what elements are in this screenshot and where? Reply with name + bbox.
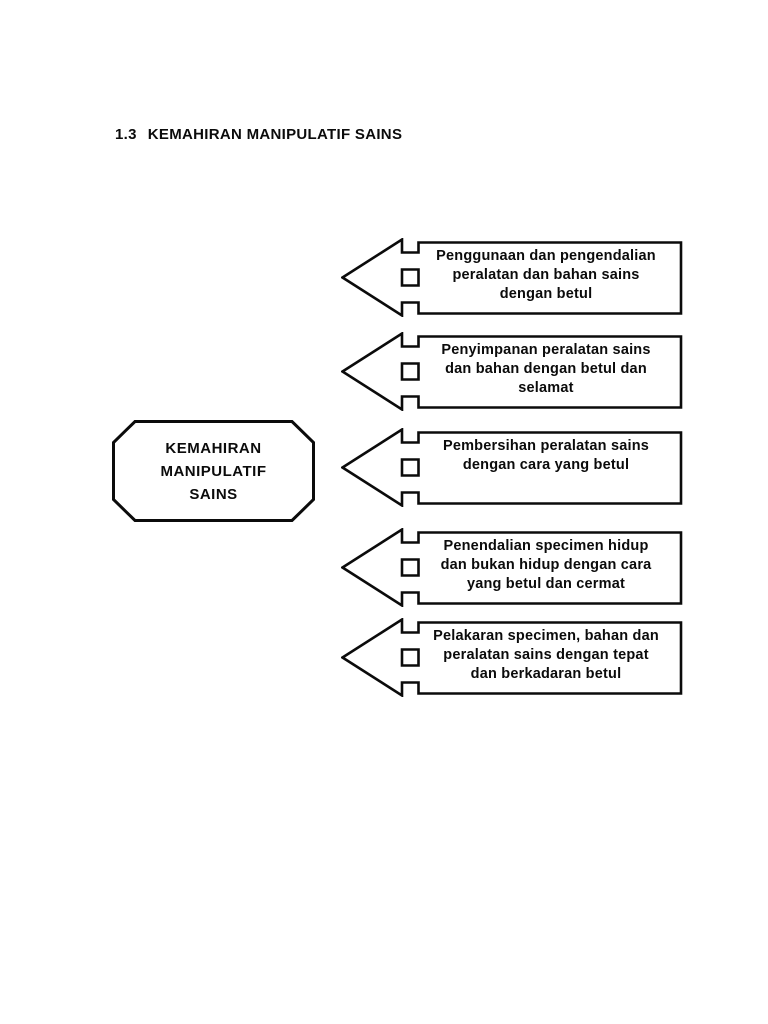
- branch-label: Pembersihan peralatan sains dengan cara …: [442, 438, 650, 473]
- left-arrow-box-outline: [341, 618, 683, 697]
- left-arrow-box-outline: [341, 238, 683, 317]
- branch-label: Penyimpanan peralatan sains dan bahan de…: [441, 342, 651, 396]
- section-heading: 1.3 KEMAHIRAN MANIPULATIF SAINS: [115, 126, 402, 143]
- left-arrow-box-outline: [341, 332, 683, 411]
- branch-arrow-box-5: Pelakaran specimen, bahan dan peralatan …: [341, 618, 683, 697]
- branch-arrow-box-1: Penggunaan dan pengendalian peralatan da…: [341, 238, 683, 317]
- branch-label: Penggunaan dan pengendalian peralatan da…: [436, 248, 656, 302]
- branch-label: Penendalian specimen hidup dan bukan hid…: [440, 538, 652, 592]
- left-arrow-box-outline: [341, 428, 683, 507]
- section-number: 1.3: [115, 126, 137, 143]
- section-title: KEMAHIRAN MANIPULATIF SAINS: [147, 126, 403, 143]
- branch-arrow-box-3: Pembersihan peralatan sains dengan cara …: [341, 428, 683, 507]
- octagon-shape-outline: [112, 420, 315, 522]
- branch-label: Pelakaran specimen, bahan dan peralatan …: [433, 628, 659, 682]
- branch-arrow-box-4: Penendalian specimen hidup dan bukan hid…: [341, 528, 683, 607]
- center-node-octagon: KEMAHIRAN MANIPULATIF SAINS: [112, 420, 315, 522]
- left-arrow-box-outline: [341, 528, 683, 607]
- branch-arrow-box-2: Penyimpanan peralatan sains dan bahan de…: [341, 332, 683, 411]
- center-node-label: KEMAHIRAN MANIPULATIF SAINS: [160, 439, 267, 503]
